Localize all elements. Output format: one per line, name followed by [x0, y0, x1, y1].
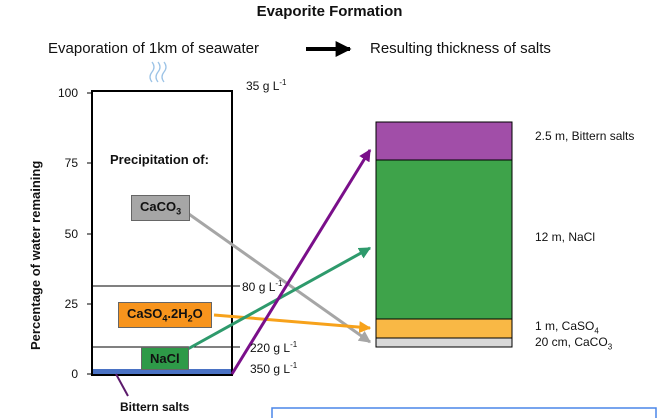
thickness-bittern: 2.5 m, Bittern salts [535, 129, 635, 143]
diagram-title: Evaporite Formation [256, 3, 403, 20]
arrow-caso4 [213, 313, 372, 334]
thickness-caso4: 1 m, CaSO4 [535, 319, 599, 336]
caso4-label: CaSO4.2H2O [118, 302, 212, 328]
y-axis-label: Percentage of water remaining [28, 160, 43, 350]
y-axis-ticks [87, 92, 92, 375]
layer-caso4 [375, 318, 513, 339]
conc-80: 80 g L-1 [242, 279, 283, 294]
arrow-caco3 [185, 210, 371, 344]
info-box [271, 407, 657, 418]
caco3-label: CaCO3 [131, 195, 191, 221]
y-tick-100: 100 [57, 86, 78, 100]
header-left-text: Evaporation of 1km of seawater [48, 40, 259, 57]
bittern-pointer [115, 373, 129, 397]
evaporation-waves-icon [149, 61, 167, 83]
layer-nacl [375, 159, 513, 320]
y-tick-0: 0 [71, 367, 78, 381]
nacl-label: NaCl [141, 347, 189, 370]
conc-220: 220 g L-1 [250, 340, 298, 355]
precipitation-heading: Precipitation of: [110, 152, 209, 167]
y-tick-75: 75 [64, 156, 78, 170]
layer-bittern [375, 121, 513, 161]
arrow-bittern [230, 148, 372, 375]
conc-35: 35 g L-1 [246, 78, 287, 93]
y-tick-50: 50 [64, 227, 78, 241]
seawater-column [91, 90, 233, 376]
layer-caco3 [375, 337, 513, 348]
thickness-nacl: 12 m, NaCl [535, 230, 596, 244]
y-tick-25: 25 [64, 297, 78, 311]
thickness-caco3: 20 cm, CaCO3 [535, 335, 613, 352]
conc-350: 350 g L-1 [250, 361, 298, 376]
bittern-salts-label: Bittern salts [120, 400, 190, 414]
bittern-band [93, 369, 231, 374]
header-right-text: Resulting thickness of salts [370, 40, 551, 57]
